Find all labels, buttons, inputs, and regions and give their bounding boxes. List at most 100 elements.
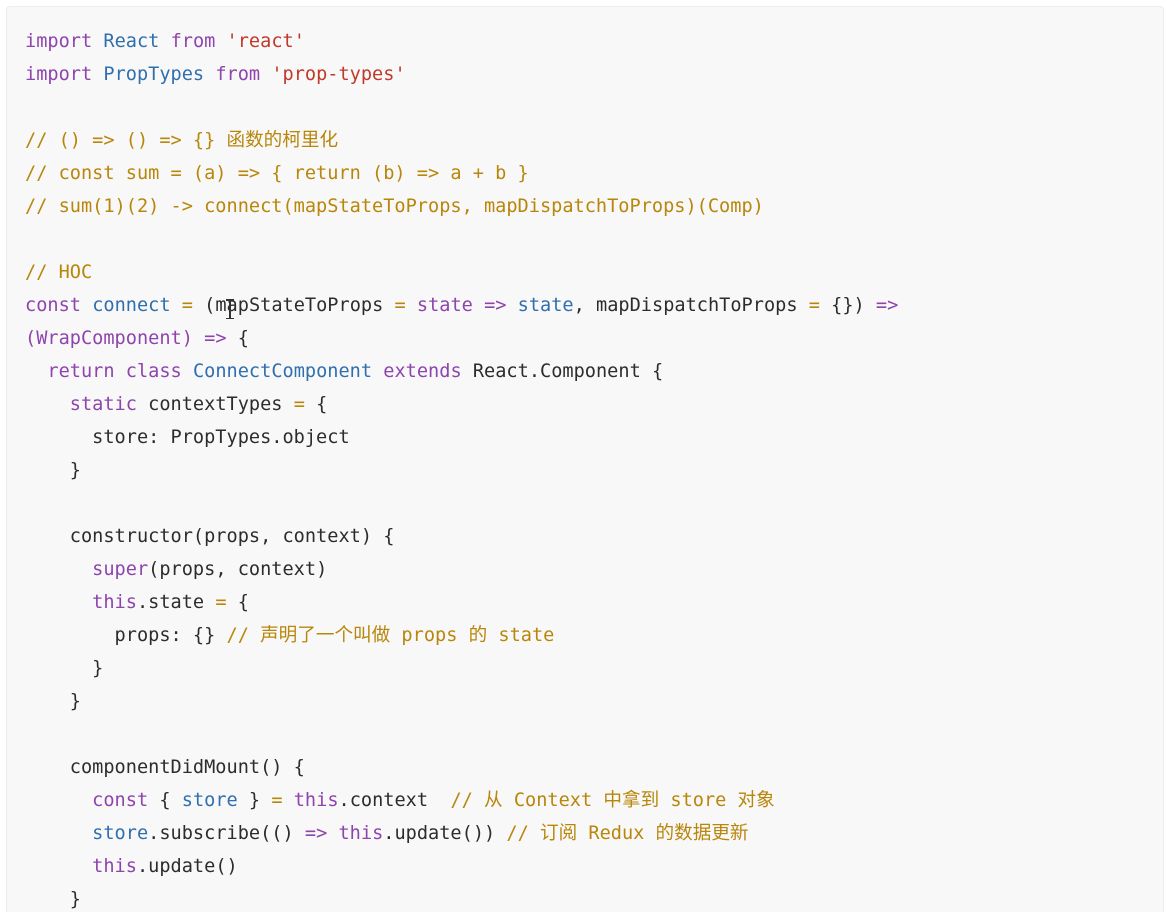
code-token — [92, 31, 103, 52]
code-token: static — [69, 394, 137, 415]
code-token: this — [92, 856, 137, 877]
code-line: import PropTypes from 'prop-types' — [25, 58, 898, 91]
code-line: props: {} // 声明了一个叫做 props 的 state — [25, 619, 898, 652]
code-line: this.state = { — [25, 586, 898, 619]
code-token: props: {} — [25, 625, 227, 646]
code-token: .context — [338, 790, 451, 811]
code-token — [25, 856, 92, 877]
code-token — [372, 361, 383, 382]
code-token — [25, 790, 92, 811]
code-line: // const sum = (a) => { return (b) => a … — [25, 157, 898, 190]
code-line: super(props, context) — [25, 553, 898, 586]
code-token: super — [92, 559, 149, 580]
code-token: => — [204, 328, 227, 349]
code-token — [25, 361, 47, 382]
code-line: } — [25, 454, 898, 487]
code-token: { — [226, 592, 249, 613]
code-line: // () => () => {} 函数的柯里化 — [25, 124, 898, 157]
code-token: constructor(props, context) { — [25, 526, 395, 547]
code-token: React — [103, 31, 160, 52]
code-token: store — [92, 823, 149, 844]
code-token: import — [25, 64, 93, 85]
code-token — [182, 361, 193, 382]
code-token: from — [170, 31, 216, 52]
code-token: const — [25, 295, 81, 316]
code-token: state — [517, 295, 574, 316]
code-token: const — [92, 790, 149, 811]
code-token: => — [484, 295, 507, 316]
code-token: (WrapComponent) — [25, 328, 193, 349]
code-token: this — [293, 790, 339, 811]
code-line: } — [25, 652, 898, 685]
code-token: this — [338, 823, 384, 844]
code-line: } — [25, 685, 898, 718]
code-line: (WrapComponent) => { — [25, 322, 898, 355]
code-token: // const sum = (a) => { return (b) => a … — [25, 163, 529, 184]
code-token: extends — [383, 361, 462, 382]
code-token: contextTypes — [136, 394, 294, 415]
code-line: constructor(props, context) { — [25, 520, 898, 553]
code-token: store: PropTypes.object — [25, 427, 350, 448]
code-token — [92, 64, 103, 85]
code-line: } — [25, 883, 898, 912]
code-token — [506, 295, 517, 316]
code-token — [25, 559, 92, 580]
code-token — [171, 295, 182, 316]
code-token — [25, 823, 92, 844]
code-token — [283, 790, 294, 811]
code-token: , mapDispatchToProps — [573, 295, 809, 316]
code-token: .state — [136, 592, 216, 613]
code-token — [473, 295, 484, 316]
code-token: { — [148, 790, 182, 811]
code-token — [215, 31, 226, 52]
code-token: from — [215, 64, 261, 85]
code-token: componentDidMount() { — [25, 757, 305, 778]
code-line — [25, 91, 898, 124]
code-token: => — [875, 295, 899, 316]
code-token — [204, 64, 215, 85]
code-line: this.update() — [25, 850, 898, 883]
code-token: (props, context) — [148, 559, 328, 580]
code-token: = — [271, 790, 283, 811]
code-token: return — [47, 361, 115, 382]
code-line: store.subscribe(() => this.update()) // … — [25, 817, 898, 850]
code-token — [81, 295, 92, 316]
code-token: state — [416, 295, 473, 316]
code-token: connect — [92, 295, 171, 316]
code-token: // 订阅 Redux 的数据更新 — [506, 823, 749, 844]
code-block[interactable]: import React from 'react'import PropType… — [6, 6, 1164, 912]
code-token — [260, 64, 271, 85]
code-token: // HOC — [25, 262, 93, 283]
code-token: = — [181, 295, 193, 316]
code-content[interactable]: import React from 'react'import PropType… — [25, 25, 898, 912]
code-token: 'react' — [226, 31, 305, 52]
code-line: import React from 'react' — [25, 25, 898, 58]
code-token: // 从 Context 中拿到 store 对象 — [450, 790, 775, 811]
code-token — [115, 361, 126, 382]
code-token: { — [304, 394, 328, 415]
code-token: this — [92, 592, 137, 613]
code-line: const connect = (mapStateToProps = state… — [25, 289, 898, 322]
code-token — [193, 328, 204, 349]
code-token: { — [226, 328, 249, 349]
code-line: store: PropTypes.object — [25, 421, 898, 454]
code-token: 'prop-types' — [271, 64, 406, 85]
code-token — [159, 31, 170, 52]
code-token — [406, 295, 417, 316]
code-token — [25, 394, 70, 415]
code-token: .subscribe(() — [148, 823, 305, 844]
code-line: componentDidMount() { — [25, 751, 898, 784]
code-token: {}) — [819, 295, 876, 316]
code-token — [25, 592, 92, 613]
code-token: PropTypes — [103, 64, 205, 85]
code-token: } — [25, 691, 81, 712]
code-token: React.Component { — [461, 361, 664, 382]
text-cursor-icon — [225, 299, 235, 319]
code-token: class — [125, 361, 182, 382]
code-token: = — [293, 394, 305, 415]
code-token: .update() — [136, 856, 238, 877]
code-token: } — [25, 658, 104, 679]
code-line — [25, 223, 898, 256]
code-token: // 声明了一个叫做 props 的 state — [226, 625, 555, 646]
